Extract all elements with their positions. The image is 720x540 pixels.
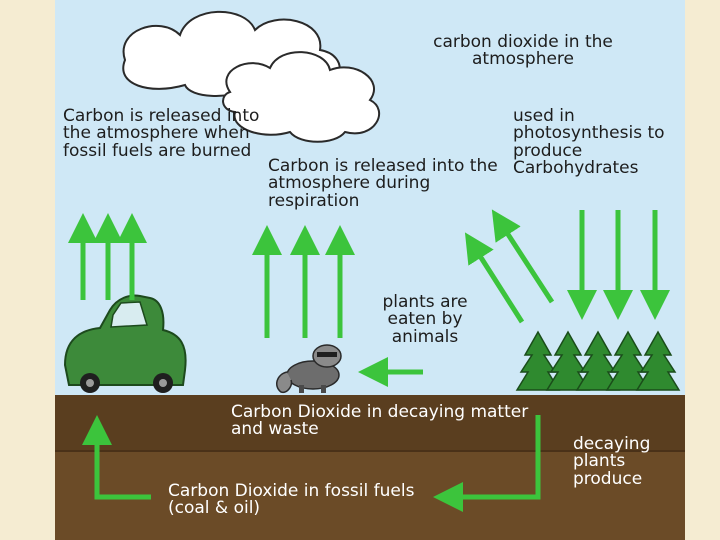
cloud-icon — [222, 51, 381, 143]
label-eaten-by-animals: plants are eaten by animals — [382, 292, 468, 347]
label-fossil-burning: Carbon is released into the atmosphere w… — [63, 106, 260, 161]
label-atmosphere: carbon dioxide in the atmosphere — [433, 32, 613, 70]
car-icon — [63, 294, 187, 393]
pine-tree-icon — [515, 330, 681, 391]
soil-divider — [55, 450, 685, 452]
soil-layer-upper — [55, 395, 685, 450]
arrow-diagonal-1 — [464, 232, 525, 324]
arrow-decay-to-fossil — [433, 415, 541, 512]
label-decaying-plants: decaying plants produce — [573, 434, 651, 489]
label-respiration: Carbon is released into the atmosphere d… — [268, 156, 498, 211]
raccoon-icon — [276, 344, 342, 394]
soil-layer-lower — [55, 450, 685, 540]
diagram-art — [63, 10, 681, 512]
label-decaying-matter: Carbon Dioxide in decaying matter and wa… — [231, 402, 529, 440]
label-photosynthesis: used in photosynthesis to produce Carboh… — [513, 106, 665, 178]
arrow-diagonal-2 — [491, 209, 555, 304]
carbon-cycle-diagram: carbon dioxide in the atmosphere Carbon … — [55, 0, 685, 540]
arrow-fossil-to-car — [82, 415, 151, 500]
label-fossil-fuels: Carbon Dioxide in fossil fuels (coal & o… — [168, 481, 415, 519]
